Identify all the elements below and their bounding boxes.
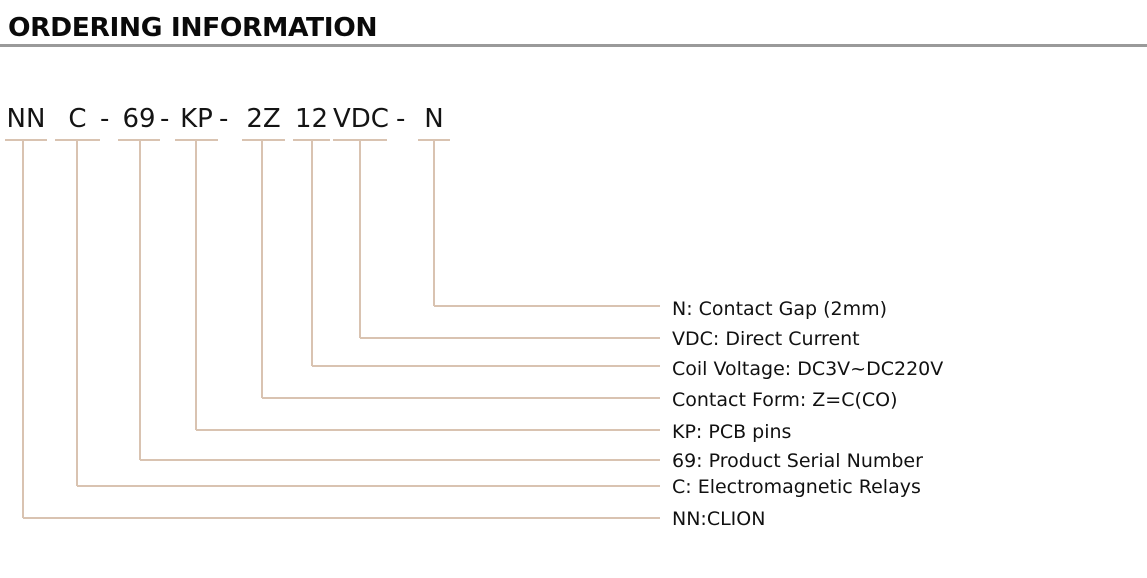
part-number-segment: 2Z bbox=[246, 104, 281, 134]
legend-label-kp: KP: PCB pins bbox=[672, 421, 792, 443]
part-number-segment: NN bbox=[6, 104, 46, 134]
part-number-segment: 69 bbox=[122, 104, 156, 134]
title-divider bbox=[0, 44, 1147, 47]
legend-label-nn: NN:CLION bbox=[672, 508, 766, 530]
part-number-separator: - bbox=[100, 104, 110, 134]
legend-label-vdc: VDC: Direct Current bbox=[672, 328, 860, 350]
part-number-segment: VDC bbox=[333, 104, 389, 134]
part-number-segment: KP bbox=[180, 104, 213, 134]
legend-label-69: 69: Product Serial Number bbox=[672, 450, 923, 472]
legend-label-c: C: Electromagnetic Relays bbox=[672, 476, 921, 498]
part-number-segment: N bbox=[424, 104, 444, 134]
legend-label-12: Coil Voltage: DC3V~DC220V bbox=[672, 358, 944, 380]
part-number-separator: - bbox=[396, 104, 406, 134]
part-number-separator: - bbox=[160, 104, 170, 134]
part-number-segment: C bbox=[68, 104, 87, 134]
legend-label-n: N: Contact Gap (2mm) bbox=[672, 298, 888, 320]
part-number-separator: - bbox=[219, 104, 229, 134]
page-title: ORDERING INFORMATION bbox=[8, 13, 378, 43]
part-number-segment: 12 bbox=[294, 104, 329, 134]
legend-label-2z: Contact Form: Z=C(CO) bbox=[672, 389, 898, 411]
